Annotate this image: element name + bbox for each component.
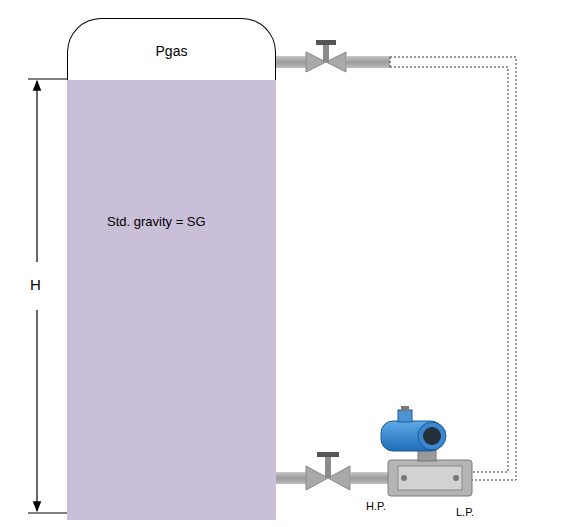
- low-pressure-port-label: L.P.: [456, 506, 474, 518]
- dp-transmitter: [381, 406, 472, 496]
- height-dimension-label: H: [29, 275, 42, 296]
- impulse-line: [390, 57, 516, 480]
- top-valve: [276, 40, 390, 72]
- liquid-tank: Std. gravity = SG: [67, 80, 276, 520]
- gas-pressure-label: Pgas: [68, 43, 275, 59]
- high-pressure-port-label: H.P.: [366, 500, 386, 512]
- height-dimension: [28, 79, 67, 513]
- gas-space: Pgas: [67, 18, 276, 80]
- liquid-gravity-label: Std. gravity = SG: [107, 214, 276, 229]
- bottom-valve: [276, 452, 390, 490]
